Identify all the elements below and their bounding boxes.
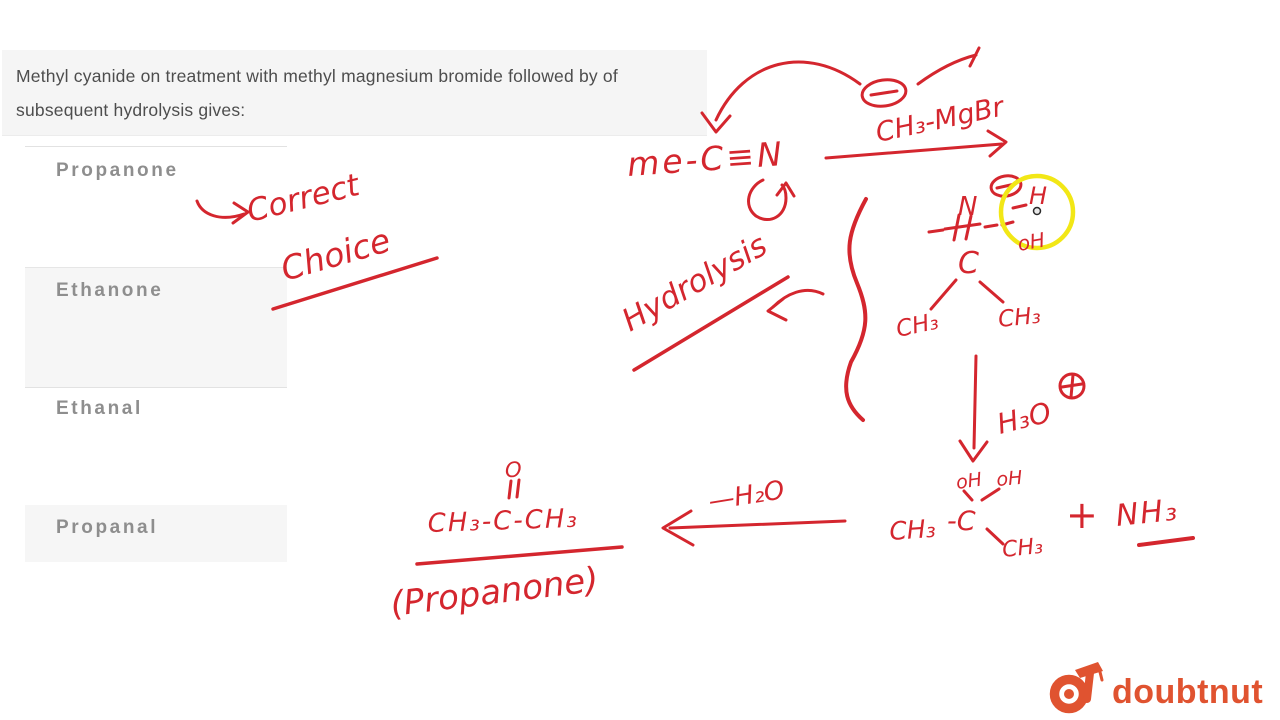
down-arrow-icon [972,354,978,450]
intermediate-bonds [927,174,1028,311]
intermediate-n-atom: N [958,192,977,222]
reactant-formula: me-C≡N [626,134,786,184]
option-propanal[interactable]: Propanal [25,505,287,562]
doubtnut-logo-text: doubtnut [1112,672,1264,711]
mouse-cursor [1032,206,1042,216]
hydrolysis-underline [632,275,790,372]
product-name-label: (Propanone) [388,560,600,625]
diol-ch3-left: CH₃ [888,514,936,546]
reagent-formula: CH₃-MgBr [873,91,1008,149]
bond-stroke [985,527,1005,546]
bond-stroke [943,222,982,231]
intermediate-ch3-right: CH₃ [997,303,1042,333]
question-card: Methyl cyanide on treatment with methyl … [2,50,707,136]
left-arrow-icon [668,519,847,530]
left-arrow-icon [661,509,695,547]
option-ethanal[interactable]: Ethanal [25,387,287,505]
plus-charge-icon [1058,372,1086,400]
double-bond-stroke [964,214,973,241]
bond-stroke [980,487,1001,502]
handwritten-choice-label: Choice [276,220,394,288]
minus-charge-icon [989,174,1023,198]
diol-oh2: oH [996,467,1024,491]
plus-sign: + [1066,493,1098,537]
reagent-arrow-icon [986,129,1008,158]
bond-stroke [983,223,999,229]
down-arrow-icon [958,439,989,463]
minus-charge-icon [995,182,1017,190]
intermediate-c-atom: C [958,246,979,281]
hydrolysis-label: Hydrolysis [616,227,773,339]
doubtnut-logo: doubtnut [1042,658,1272,718]
question-text-line2: subsequent hydrolysis gives: [16,100,246,120]
brace-curve [844,197,868,422]
diol-oh1: oH [955,469,984,494]
resonance-loop-arrow-icon [747,178,788,222]
hydrolysis-arrow-icon [766,297,788,322]
intermediate-oh: oH [1016,228,1047,256]
option-ethanone[interactable]: Ethanone [25,267,287,387]
tick-stroke [916,53,978,86]
reagent-arrow-icon [824,142,1004,160]
bond-stroke [962,489,974,502]
diol-bonds [962,487,1005,546]
graduation-cap-icon [1075,662,1104,682]
double-bond-stroke [507,479,513,500]
bond-stroke [1011,203,1028,210]
ammonia-formula: NH₃ [1114,493,1180,534]
option-propanone[interactable]: Propanone [25,146,287,267]
double-bond-stroke [515,478,521,499]
nh3-underline [1137,536,1195,547]
option-label: Ethanone [56,280,164,301]
diol-c-atom: -C [947,506,976,537]
option-label: Propanone [56,160,179,181]
question-text-line1: Methyl cyanide on treatment with methyl … [16,66,618,86]
minus-h2o-label: —H₂O [706,475,786,517]
curved-transfer-arrow-icon [714,60,862,122]
bond-stroke [929,278,958,311]
product-underline [415,545,624,566]
intermediate-h-atom: H [1029,182,1047,210]
doubtnut-logo-icon [1049,662,1104,714]
choice-underline [271,256,439,311]
bond-stroke [1000,220,1015,227]
resonance-loop-arrow-icon [775,181,796,198]
yellow-highlight-circle [998,173,1076,251]
minus-charge-icon [860,78,908,108]
diol-ch3-bottom: CH₃ [1001,534,1044,563]
product-o-atom: O [505,458,522,482]
double-bond-stroke [952,213,961,242]
tick-stroke [968,46,981,68]
bond-stroke [978,280,1005,304]
hydrolysis-arrow-icon [771,288,825,309]
intermediate-ch3-left: CH₃ [894,309,941,343]
option-label: Propanal [56,517,159,538]
option-label: Ethanal [56,398,143,419]
bond-stroke [927,228,945,234]
hydronium-formula: H₃O [994,396,1055,441]
product-formula: CH₃-C-CH₃ [427,504,579,539]
